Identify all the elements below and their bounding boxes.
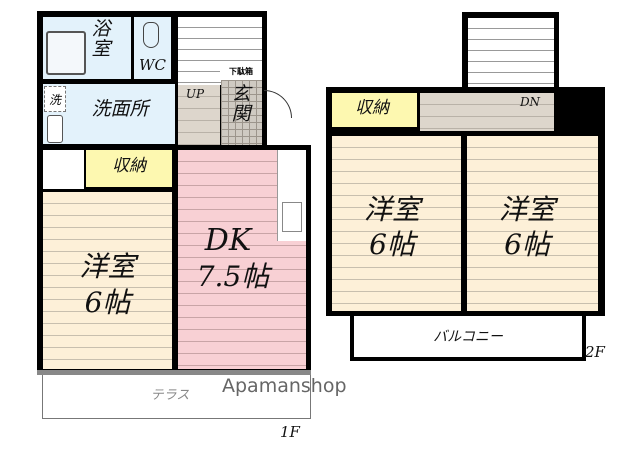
room-right-name: 洋室 bbox=[498, 193, 555, 226]
dk-size: 7.5帖 bbox=[196, 260, 270, 293]
floor1-window-strip bbox=[37, 370, 311, 375]
room-right-size: 6帖 bbox=[504, 228, 550, 261]
hallway-2f bbox=[420, 93, 554, 131]
entrance-label: 玄関 bbox=[231, 83, 251, 125]
bath-label: 浴室 bbox=[91, 18, 111, 60]
room-left-name: 洋室 bbox=[363, 193, 420, 226]
stairs-2f[interactable] bbox=[468, 18, 554, 88]
balcony-label: バルコニー bbox=[433, 329, 503, 345]
western-room-1f-size: 6帖 bbox=[84, 286, 131, 319]
western-room-2f-right bbox=[467, 136, 598, 311]
terrace-label: テラス bbox=[150, 388, 190, 403]
western-room-1f-name: 洋室 bbox=[79, 250, 136, 283]
entrance-door[interactable] bbox=[264, 90, 292, 118]
balcony bbox=[350, 316, 586, 361]
dk-name: DK bbox=[204, 223, 252, 258]
storage-1f-label: 収納 bbox=[112, 156, 146, 176]
up-label: UP bbox=[185, 87, 205, 101]
kitchen-sink bbox=[282, 202, 302, 232]
terrace bbox=[42, 375, 311, 419]
watermark: Apamanshop bbox=[222, 375, 347, 397]
dn-label: DN bbox=[519, 95, 541, 109]
washroom-label: 洗面所 bbox=[91, 98, 149, 120]
shoe-box: 下駄箱 bbox=[220, 63, 262, 79]
western-room-2f-left bbox=[332, 136, 461, 311]
floor1-label: 1F bbox=[280, 423, 300, 441]
closet-space bbox=[43, 150, 84, 189]
entrance[interactable] bbox=[221, 80, 262, 145]
floor2-label: 2F bbox=[585, 343, 605, 361]
bathtub bbox=[46, 31, 86, 75]
storage-2f bbox=[332, 93, 417, 127]
wc-label: WC bbox=[139, 56, 166, 74]
washer-space: 洗 bbox=[44, 86, 66, 112]
storage-2f-label: 収納 bbox=[355, 98, 389, 118]
sink bbox=[47, 115, 63, 143]
storage-1f bbox=[86, 150, 172, 187]
stairs-landing bbox=[178, 85, 220, 145]
toilet-icon bbox=[143, 22, 159, 48]
western-room-1f bbox=[43, 192, 172, 369]
room-left-size: 6帖 bbox=[369, 228, 415, 261]
